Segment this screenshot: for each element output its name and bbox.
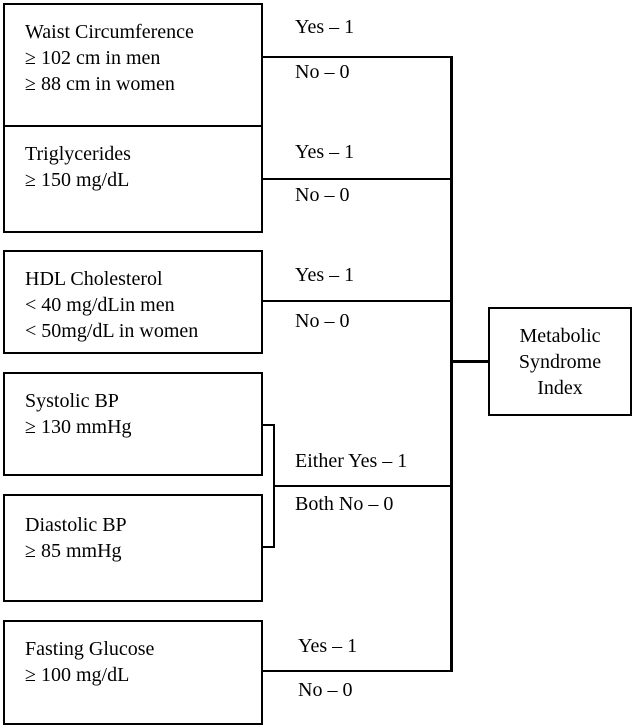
waist-line-3: ≥ 88 cm in women [25, 73, 175, 95]
waist-line-2: ≥ 102 cm in men [25, 47, 161, 69]
triglycerides-line-2: ≥ 150 mg/dL [25, 169, 130, 191]
fasting-glucose-box: Fasting Glucose ≥ 100 mg/dL [3, 620, 263, 725]
waist-circumference-box: Waist Circumference ≥ 102 cm in men ≥ 88… [3, 3, 263, 127]
waist-line-1: Waist Circumference [25, 21, 194, 43]
diastolic-bp-box: Diastolic BP ≥ 85 mmHg [3, 494, 263, 602]
bp-no-label: Both No – 0 [295, 493, 394, 515]
glucose-yes-label: Yes – 1 [298, 635, 358, 657]
hdl-line-1: HDL Cholesterol [25, 268, 163, 290]
hdl-cholesterol-box: HDL Cholesterol < 40 mg/dLin men < 50mg/… [3, 250, 263, 354]
hdl-yes-label: Yes – 1 [295, 264, 355, 286]
hdl-no-label: No – 0 [295, 310, 350, 332]
systolic-line-1: Systolic BP [25, 390, 119, 412]
waist-yes-label: Yes – 1 [295, 16, 355, 38]
triglycerides-connector [263, 178, 452, 180]
diastolic-line-2: ≥ 85 mmHg [25, 540, 122, 562]
triglycerides-no-label: No – 0 [295, 184, 350, 206]
glucose-line-2: ≥ 100 mg/dL [25, 664, 130, 686]
result-line-2: Syndrome [518, 350, 602, 373]
triglycerides-box: Triglycerides ≥ 150 mg/dL [3, 125, 263, 233]
hdl-connector [263, 300, 452, 302]
output-connector [450, 360, 488, 363]
hdl-line-3: < 50mg/dL in women [25, 320, 199, 342]
triglycerides-yes-label: Yes – 1 [295, 141, 355, 163]
bp-bracket-vertical [273, 424, 275, 548]
bp-bracket-top [263, 424, 275, 426]
waist-no-label: No – 0 [295, 61, 350, 83]
systolic-bp-box: Systolic BP ≥ 130 mmHg [3, 372, 263, 476]
hdl-line-2: < 40 mg/dLin men [25, 294, 175, 316]
glucose-connector [263, 670, 452, 672]
vertical-bus [450, 56, 453, 672]
glucose-no-label: No – 0 [298, 679, 353, 701]
waist-connector [263, 56, 452, 58]
systolic-line-2: ≥ 130 mmHg [25, 416, 132, 438]
triglycerides-line-1: Triglycerides [25, 143, 131, 165]
bp-connector [275, 485, 452, 487]
result-line-1: Metabolic [519, 324, 601, 347]
result-line-3: Index [537, 376, 583, 399]
glucose-line-1: Fasting Glucose [25, 638, 155, 660]
diastolic-line-1: Diastolic BP [25, 514, 127, 536]
metabolic-syndrome-index-box: Metabolic Syndrome Index [488, 307, 632, 416]
bp-yes-label: Either Yes – 1 [295, 450, 408, 472]
bp-bracket-bottom [263, 546, 275, 548]
